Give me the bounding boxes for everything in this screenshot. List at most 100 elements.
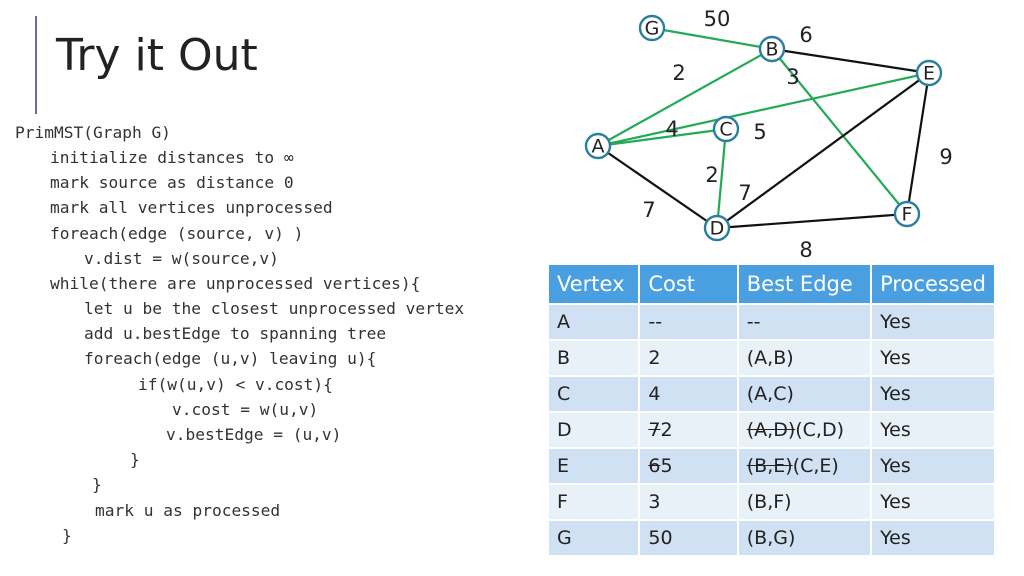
node-label: D — [710, 218, 725, 240]
cell-best-edge-value: (C,E) — [792, 455, 839, 477]
node-label: G — [645, 18, 660, 40]
node-circle — [584, 132, 612, 160]
code-line: mark source as distance 0 — [50, 173, 294, 192]
cell-processed: Yes — [872, 305, 996, 341]
graph-node-c: C — [712, 115, 740, 143]
cell-processed: Yes — [872, 449, 996, 485]
edge-weight-label: 3 — [786, 65, 799, 89]
cell-cost-value: 2 — [660, 419, 673, 441]
edge-a-e — [597, 71, 930, 148]
cell-vertex-value: B — [557, 347, 571, 369]
cell-vertex: C — [549, 377, 641, 413]
cell-cost: -- — [640, 305, 739, 341]
code-line: if(w(u,v) < v.cost){ — [138, 375, 333, 394]
graph-node-f: F — [893, 200, 921, 228]
cell-best-edge: (B,E)(C,E) — [738, 449, 873, 485]
edge-b-e — [771, 47, 930, 75]
graph-node-a: A — [584, 132, 612, 160]
code-line: } — [62, 526, 72, 545]
cell-vertex: F — [549, 485, 641, 521]
cell-best-edge-value: (A,B) — [746, 347, 794, 369]
edge-a-d — [597, 145, 718, 229]
code-line: foreach(edge (u,v) leaving u){ — [84, 349, 377, 368]
cell-processed-value: Yes — [880, 383, 911, 405]
code-line: mark u as processed — [95, 501, 281, 520]
cell-best-edge-old: (A,D) — [746, 419, 796, 441]
code-line: mark all vertices unprocessed — [50, 198, 333, 217]
edge-b-f — [771, 48, 908, 215]
header-cost: Cost — [640, 265, 739, 305]
edge-weight-label: 4 — [665, 117, 678, 141]
cell-processed-value: Yes — [880, 455, 911, 477]
node-circle — [712, 115, 740, 143]
edge-weight-label: 2 — [672, 61, 685, 85]
edge-weight-label: 9 — [939, 145, 952, 169]
header-vertex: Vertex — [549, 265, 641, 305]
node-label: E — [923, 63, 935, 85]
cell-cost-value: -- — [648, 311, 663, 333]
cell-processed-value: Yes — [880, 347, 911, 369]
mst-table: Vertex Cost Best Edge Processed A -- -- Yes… — [549, 265, 996, 557]
cell-vertex: E — [549, 449, 641, 485]
cell-cost-value: 4 — [648, 383, 661, 405]
cell-vertex: B — [549, 341, 641, 377]
code-line: v.dist = w(source,v) — [84, 249, 279, 268]
code-line: initialize distances to ∞ — [50, 148, 294, 167]
title-accent-bar — [35, 16, 37, 114]
code-line: v.cost = w(u,v) — [172, 400, 319, 419]
cell-processed-value: Yes — [880, 419, 911, 441]
edge-e-d — [716, 72, 930, 229]
cell-best-edge: (A,B) — [738, 341, 873, 377]
cell-vertex: A — [549, 305, 641, 341]
cell-best-edge: (A,C) — [738, 377, 873, 413]
code-line: add u.bestEdge to spanning tree — [84, 324, 387, 343]
edge-e-f — [905, 72, 931, 215]
cell-cost: 3 — [640, 485, 739, 521]
node-circle — [703, 214, 731, 242]
edge-weight-label: 5 — [753, 120, 766, 144]
graph-node-e: E — [915, 59, 943, 87]
cell-processed: Yes — [872, 377, 996, 413]
cell-cost: 72 — [640, 413, 739, 449]
edge-weight-label: 50 — [704, 7, 731, 31]
node-circle — [915, 59, 943, 87]
cell-best-edge-value: (B,G) — [746, 527, 796, 549]
cell-cost: 65 — [640, 449, 739, 485]
graph-node-g: G — [638, 14, 666, 42]
edge-d-f — [716, 212, 908, 230]
slide-title: Try it Out — [56, 30, 258, 81]
table-row: A -- -- Yes — [549, 305, 996, 341]
node-circle — [638, 14, 666, 42]
node-label: F — [902, 204, 913, 226]
code-line: PrimMST(Graph G) — [15, 123, 171, 142]
cell-vertex-value: G — [557, 527, 572, 549]
graph-node-b: B — [758, 35, 786, 63]
cell-cost-value: 3 — [648, 491, 661, 513]
header-best-edge: Best Edge — [738, 265, 873, 305]
cell-cost-old: 7 — [648, 419, 661, 441]
node-circle — [893, 200, 921, 228]
cell-best-edge-value: -- — [746, 311, 761, 333]
code-line: while(there are unprocessed vertices){ — [50, 274, 421, 293]
header-processed: Processed — [872, 265, 996, 305]
code-line: foreach(edge (source, v) ) — [50, 224, 304, 243]
cell-vertex-value: E — [557, 455, 570, 477]
cell-best-edge-value: (A,C) — [746, 383, 794, 405]
cell-vertex-value: F — [557, 491, 568, 513]
cell-cost: 50 — [640, 521, 739, 557]
graph-node-d: D — [703, 214, 731, 242]
edge-g-b — [651, 26, 773, 51]
cell-cost-value: 2 — [648, 347, 661, 369]
edge-c-d — [715, 128, 728, 229]
cell-best-edge-value: (C,D) — [795, 419, 845, 441]
edge-a-b — [597, 48, 773, 147]
cell-cost-old: 6 — [648, 455, 661, 477]
cell-vertex: D — [549, 413, 641, 449]
edge-weight-label: 6 — [799, 23, 812, 47]
cell-cost-value: 5 — [660, 455, 673, 477]
node-label: C — [719, 119, 732, 141]
